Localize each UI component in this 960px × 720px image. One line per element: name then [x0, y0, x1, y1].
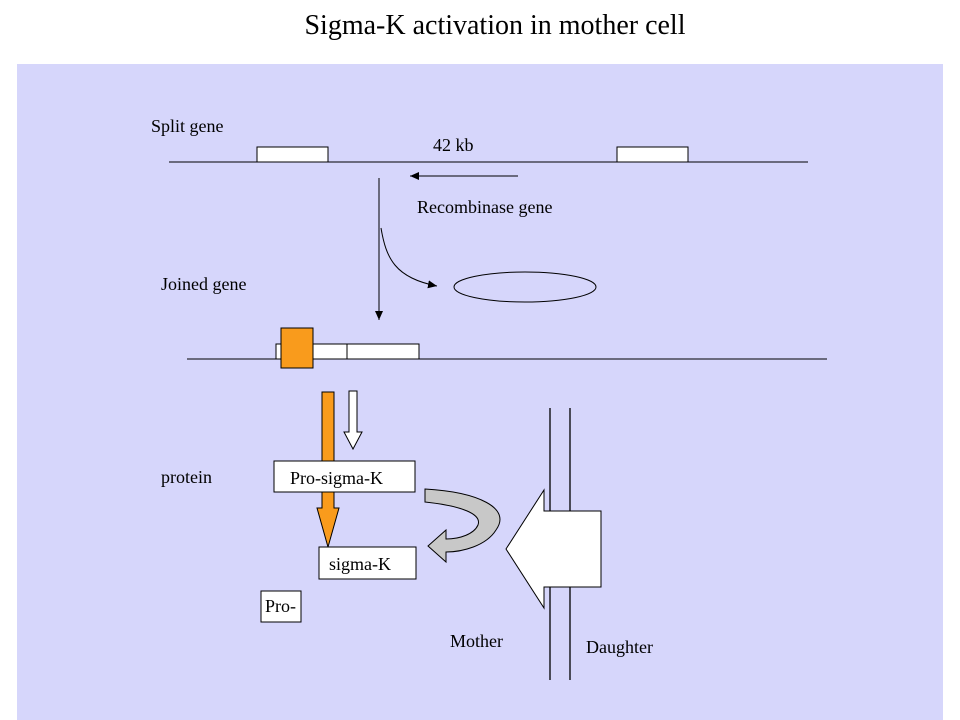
diagram-title: Sigma-K activation in mother cell — [304, 10, 686, 41]
diagram-panel — [17, 64, 943, 720]
excision-curve-arrow — [380, 227, 438, 289]
sigma-k-box — [318, 546, 417, 580]
protein-label: protein — [161, 467, 212, 487]
daughter-signal-arrow — [505, 488, 602, 610]
excised-dna-circle — [453, 271, 597, 303]
sigma-k-label: sigma-K — [329, 554, 391, 574]
split-gene-exon-left — [256, 146, 329, 163]
mother-label: Mother — [450, 631, 503, 651]
pro-sigma-k-label: Pro-sigma-K — [290, 468, 383, 488]
pro-region-block — [280, 327, 314, 369]
distance-label: 42 kb — [433, 135, 474, 155]
joined-gene-exon-right — [346, 343, 420, 360]
pro-fragment-box — [260, 590, 302, 623]
pro-sigma-k-box — [273, 460, 416, 493]
joined-gene-label: Joined gene — [161, 274, 246, 294]
split-gene-exon-right — [616, 146, 689, 163]
translation-arrow — [343, 390, 363, 451]
recombinase-gene-label: Recombinase gene — [417, 197, 552, 217]
processing-curved-arrow — [424, 488, 501, 564]
pro-fragment-label: Pro- — [265, 596, 296, 616]
split-gene-label: Split gene — [151, 116, 224, 136]
daughter-label: Daughter — [586, 637, 653, 657]
